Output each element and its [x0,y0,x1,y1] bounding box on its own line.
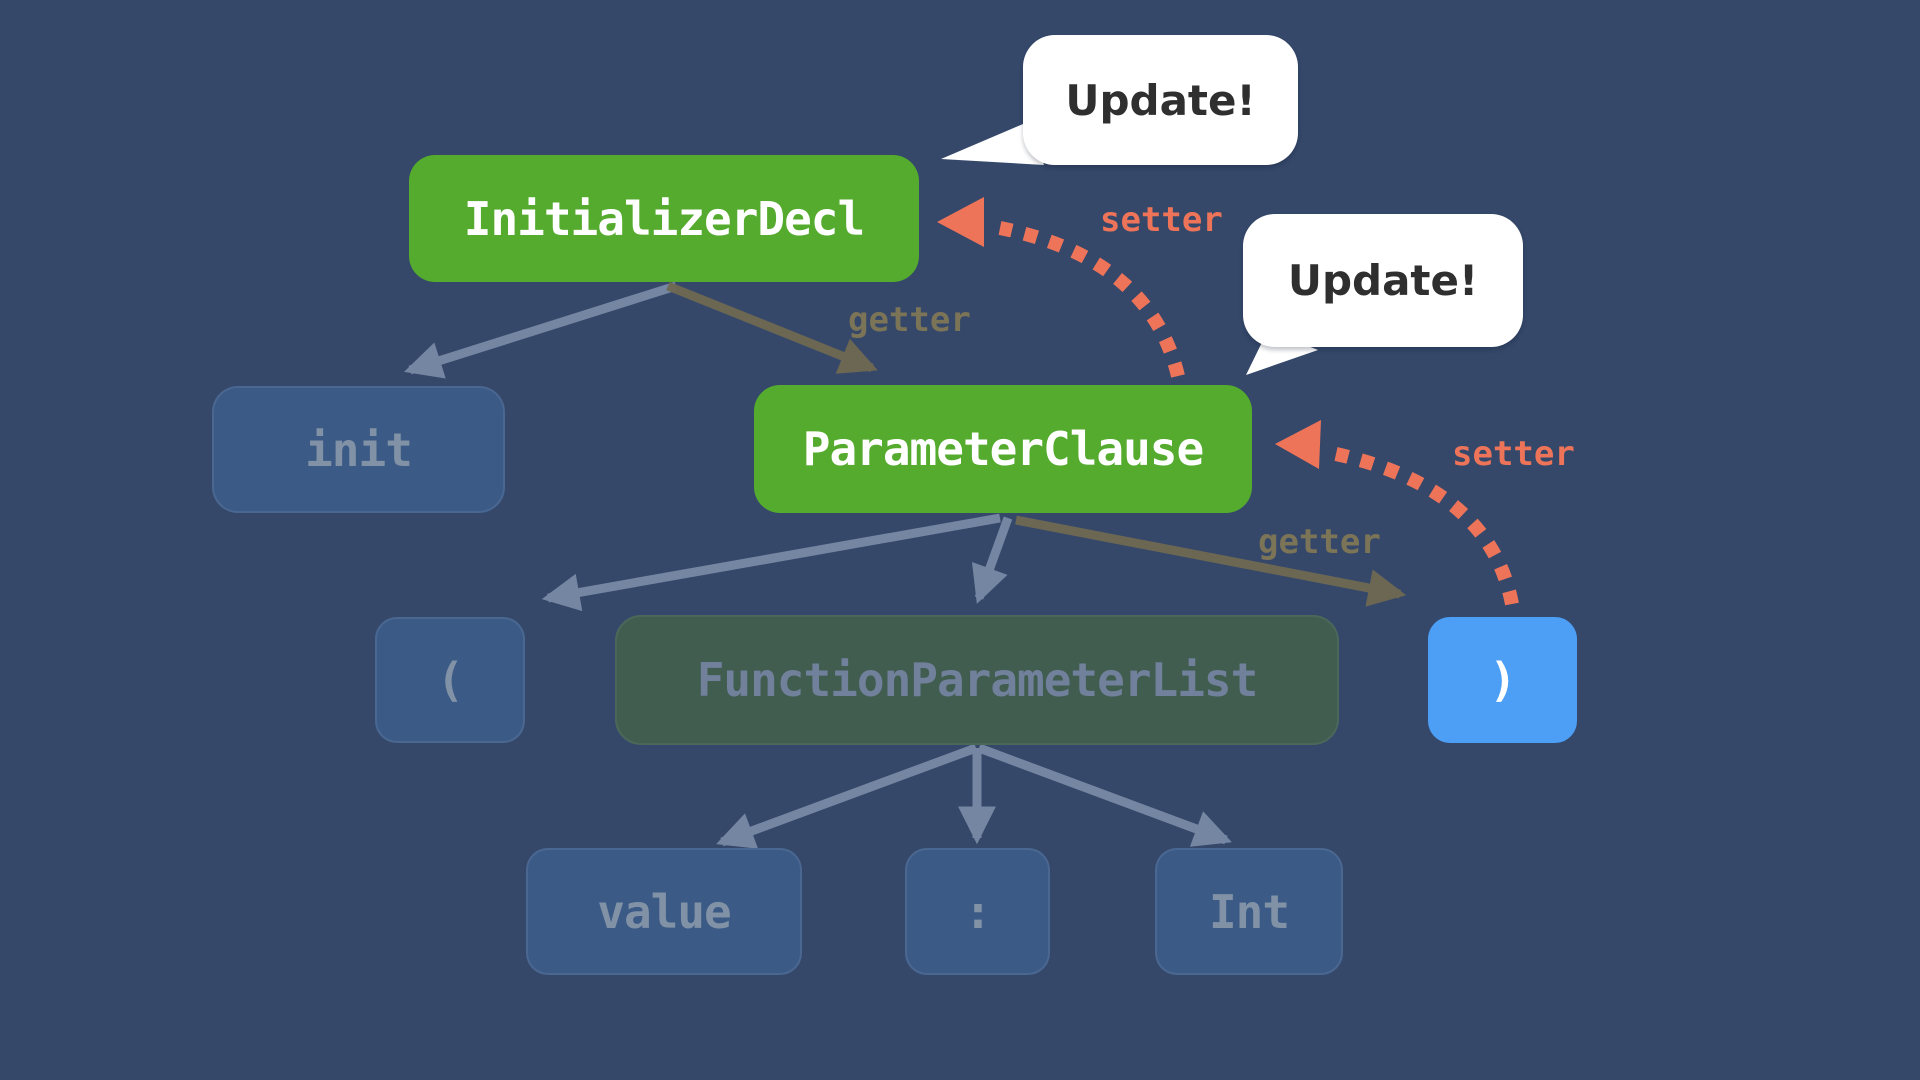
label-getter-top: getter [848,300,971,340]
node-open-paren: ( [375,617,525,743]
node-close-paren: ) [1428,617,1577,743]
node-label: FunctionParameterList [696,653,1259,707]
speech-bubble-update-top: Update! [1023,35,1298,165]
edge-parameterclause-to-closeparen-getter [1015,515,1407,607]
node-initializer-decl: InitializerDecl [409,155,919,282]
label-getter-middle: getter [1258,522,1381,562]
node-label: Int [1208,884,1290,939]
node-value: value [526,848,802,975]
label-setter-middle: setter [1452,434,1575,474]
node-colon: : [905,848,1050,975]
speech-bubble-text: Update! [1287,256,1479,305]
edge-parameterclause-to-open-paren [541,513,1001,612]
node-label: ) [1489,653,1517,707]
speech-bubble-text: Update! [1065,75,1256,125]
node-label: ( [436,653,465,707]
node-label: ParameterClause [802,422,1204,476]
speech-bubble-tail [941,121,1044,165]
setter-arc-parameterclause-to-initializerdecl [998,221,1185,378]
node-label: InitializerDecl [463,191,865,246]
node-function-parameter-list: FunctionParameterList [615,615,1339,745]
setter-arrowhead-icon [937,197,984,247]
node-init: init [212,386,505,513]
edge-fpl-to-value [716,743,978,849]
node-label: : [964,884,992,939]
edge-fpl-to-int [977,743,1232,847]
node-parameter-clause: ParameterClause [754,385,1252,513]
speech-bubble-update-middle: Update! [1243,214,1523,347]
edge-initializerdecl-to-init [403,281,678,379]
edge-parameterclause-to-functionparameterlist [971,516,1013,604]
edge-initializerdecl-to-parameterclause-getter [666,281,878,374]
node-label: value [597,884,731,939]
setter-arrowhead-icon [1275,420,1321,469]
label-setter-top: setter [1100,200,1223,240]
node-int: Int [1155,848,1343,975]
node-label: init [305,422,413,477]
setter-arc-closeparen-to-parameterclause [1334,447,1519,606]
